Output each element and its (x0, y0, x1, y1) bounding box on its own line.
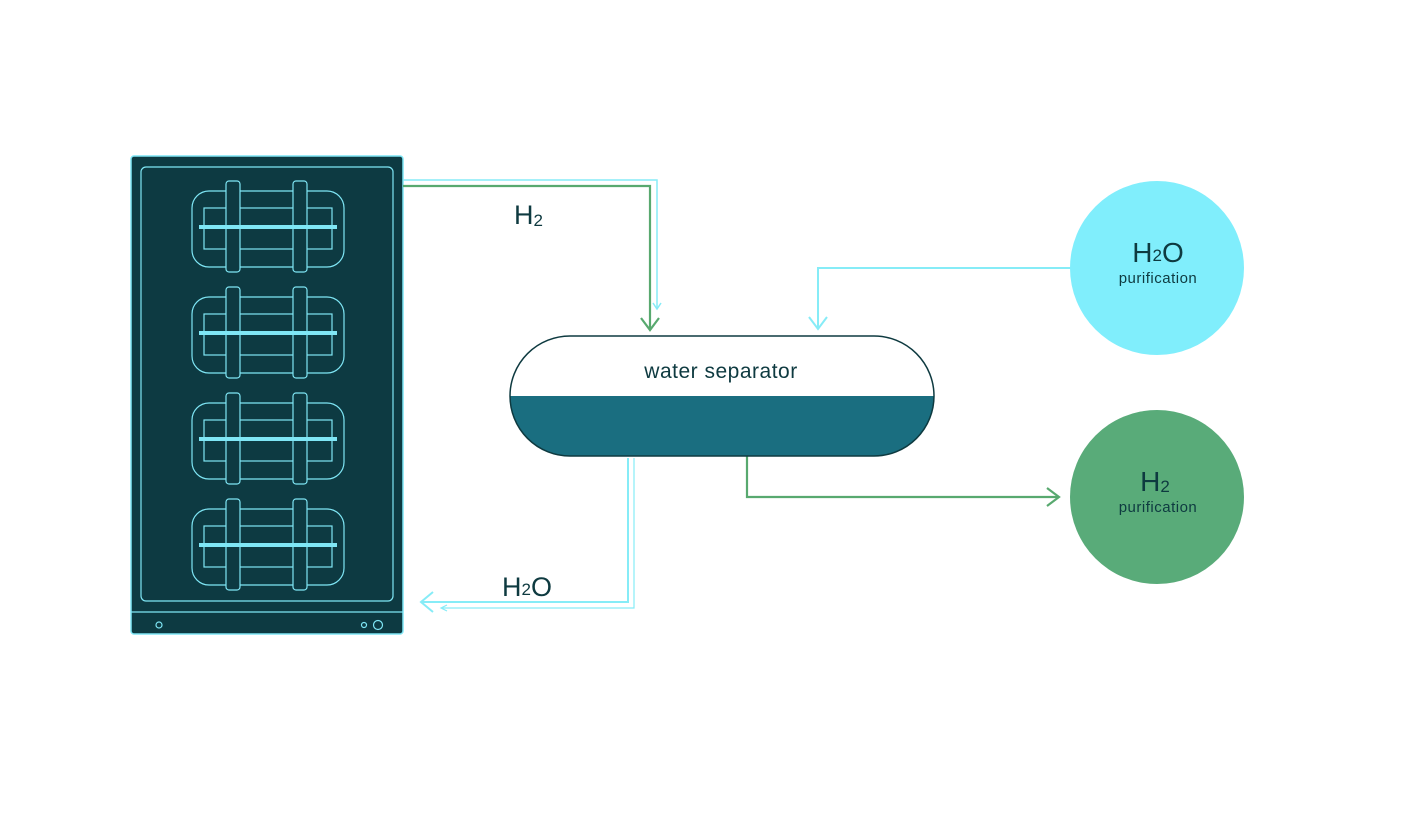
electrolyzer-stack-icon (130, 155, 404, 635)
arrowhead-icon (1046, 487, 1061, 507)
stack-cell-3 (191, 392, 345, 485)
h2-flow-line (403, 179, 662, 332)
stack-body (130, 155, 404, 635)
arrowhead-icon (419, 591, 434, 613)
h2o-purification-node: H2O purification (1070, 181, 1244, 355)
stack-cell-2 (191, 286, 345, 379)
stack-indicator-small (360, 621, 368, 629)
h2o-flow-label: H2O (502, 572, 552, 602)
stack-cell-4 (191, 498, 345, 591)
stack-inner-frame (140, 166, 394, 602)
water-separator: water separator (509, 335, 935, 457)
h2o-return-line (419, 458, 635, 613)
h2-purification-node: H2 purification (1070, 410, 1244, 584)
h2-flow-label: H2 (514, 200, 543, 230)
separator-water-level (510, 396, 934, 456)
h2-purification-title: H2 (1140, 466, 1170, 497)
arrowhead-icon (640, 317, 660, 332)
h2o-feed-line (808, 267, 1072, 331)
stack-indicator-large (372, 619, 384, 631)
h2o-purification-title: H2O (1132, 237, 1183, 268)
stack-cell-1 (191, 180, 345, 273)
h2o-purification-caption: purification (1119, 270, 1198, 287)
stack-indicator-left (155, 621, 163, 629)
h2-output-line (745, 456, 1061, 507)
h2-purification-caption: purification (1119, 499, 1198, 516)
separator-label: water separator (643, 360, 797, 383)
arrowhead-icon (808, 316, 828, 331)
